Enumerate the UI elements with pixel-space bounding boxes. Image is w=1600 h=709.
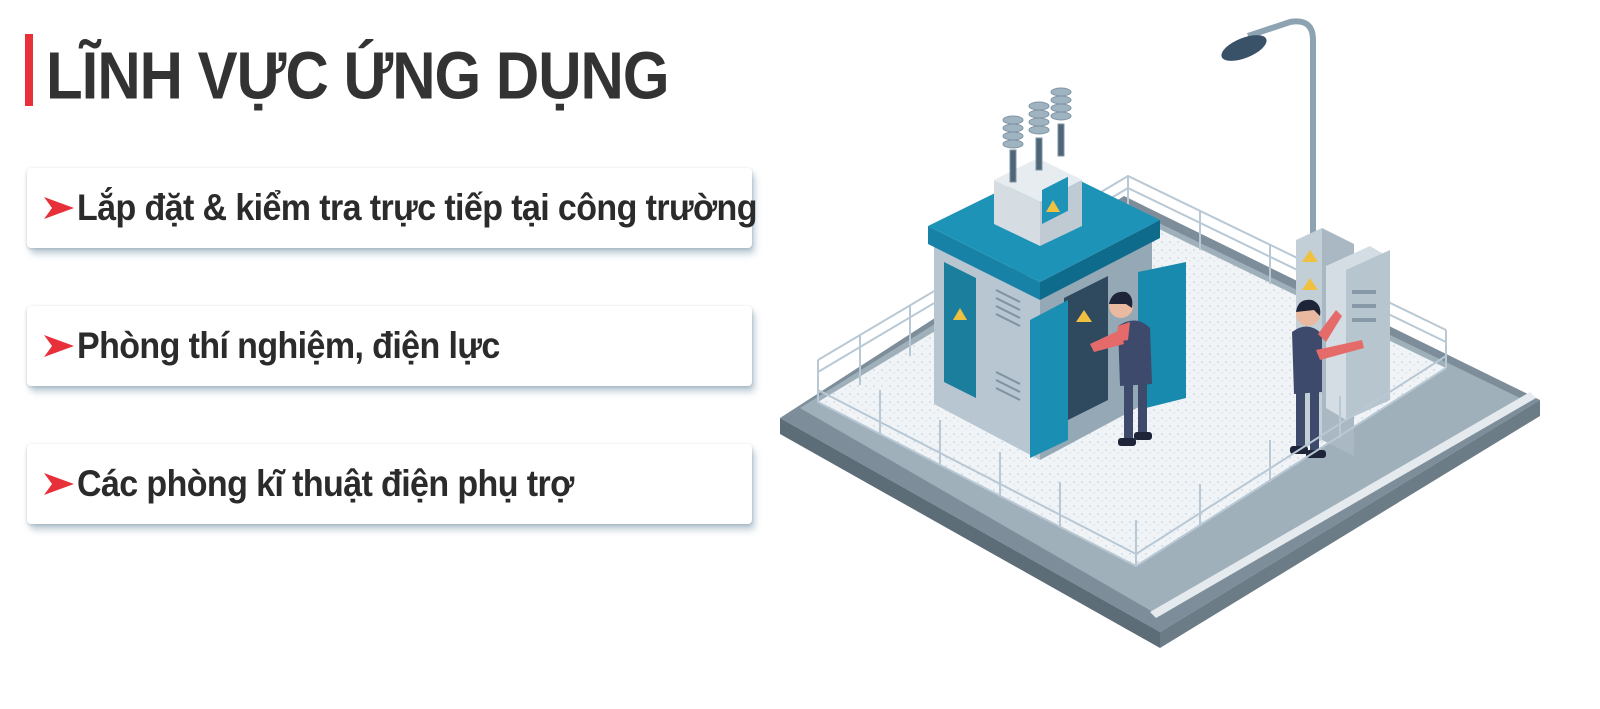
- application-card: Các phòng kĩ thuật điện phụ trợ: [27, 444, 752, 524]
- substation-illustration: [780, 18, 1540, 648]
- transformer-building: [928, 87, 1186, 460]
- application-label: Phòng thí nghiệm, điện lực: [77, 324, 500, 366]
- electrical-cabinet: [1296, 228, 1390, 456]
- platform: [780, 196, 1540, 648]
- arrow-right-icon: [44, 473, 74, 495]
- application-label: Lắp đặt & kiểm tra trực tiếp tại công tr…: [77, 186, 757, 228]
- application-card: Lắp đặt & kiểm tra trực tiếp tại công tr…: [27, 168, 757, 248]
- arrow-right-icon: [44, 197, 74, 219]
- arrow-right-icon: [44, 335, 74, 357]
- technician-right: [1290, 299, 1364, 458]
- technician-left: [1090, 291, 1152, 446]
- page-title: LĨNH VỰC ỨNG DỤNG: [46, 37, 670, 113]
- street-lamp: [1221, 18, 1316, 300]
- fence-front: [817, 330, 1447, 568]
- application-card: Phòng thí nghiệm, điện lực: [27, 306, 752, 386]
- application-label: Các phòng kĩ thuật điện phụ trợ: [77, 462, 574, 504]
- title-accent-bar: [25, 34, 33, 106]
